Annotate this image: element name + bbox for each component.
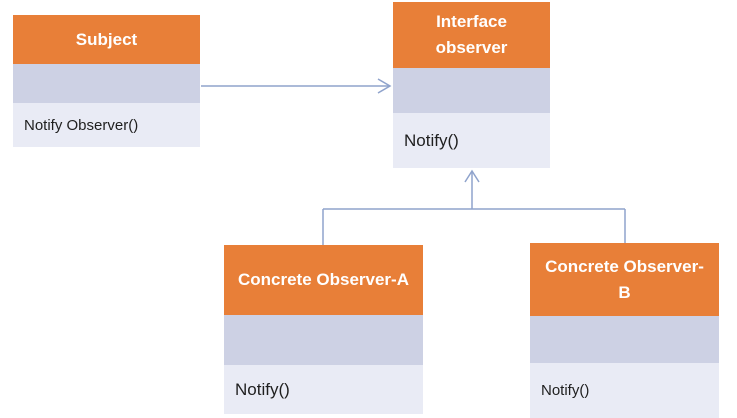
class-attributes-concrete-observer-a <box>224 315 423 365</box>
class-name-subject: Subject <box>13 15 200 64</box>
class-attributes-subject <box>13 64 200 103</box>
class-method-concrete-observer-b: Notify() <box>530 363 719 418</box>
class-name-concrete-observer-a: Concrete Observer-A <box>224 245 423 315</box>
class-box-subject: Subject Notify Observer() <box>13 15 200 147</box>
association-arrowhead-icon <box>377 78 392 94</box>
class-attributes-concrete-observer-b <box>530 316 719 363</box>
class-method-interface-observer: Notify() <box>393 113 550 168</box>
class-box-concrete-observer-a: Concrete Observer-A Notify() <box>224 245 423 414</box>
class-box-interface-observer: Interface observer Notify() <box>393 2 550 168</box>
class-name-interface-observer: Interface observer <box>393 2 550 68</box>
generalization-arrowhead-icon <box>464 169 480 183</box>
class-box-concrete-observer-b: Concrete Observer-B Notify() <box>530 243 719 418</box>
class-attributes-interface-observer <box>393 68 550 113</box>
class-method-subject: Notify Observer() <box>13 103 200 147</box>
class-name-concrete-observer-b: Concrete Observer-B <box>530 243 719 316</box>
class-method-concrete-observer-a: Notify() <box>224 365 423 414</box>
